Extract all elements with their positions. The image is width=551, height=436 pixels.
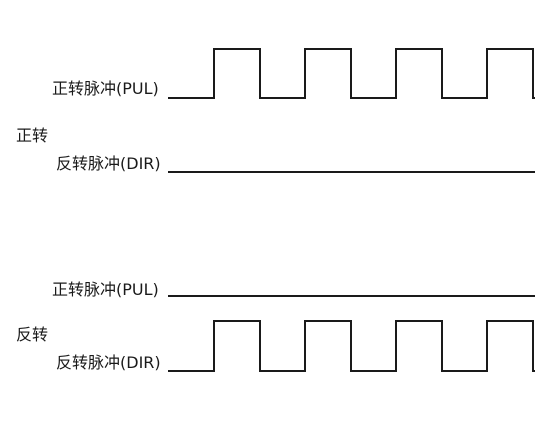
forward-pul-label: 正转脉冲(PUL)	[52, 79, 159, 98]
forward-section-title: 正转	[16, 126, 49, 145]
forward-dir-label: 反转脉冲(DIR)	[56, 154, 161, 173]
reverse-section-title: 反转	[16, 325, 49, 344]
reverse-pul-label: 正转脉冲(PUL)	[52, 280, 159, 299]
forward-pul-pulse-train	[168, 48, 535, 99]
reverse-dir-pulse-train	[168, 320, 535, 372]
reverse-dir-label: 反转脉冲(DIR)	[56, 353, 161, 372]
